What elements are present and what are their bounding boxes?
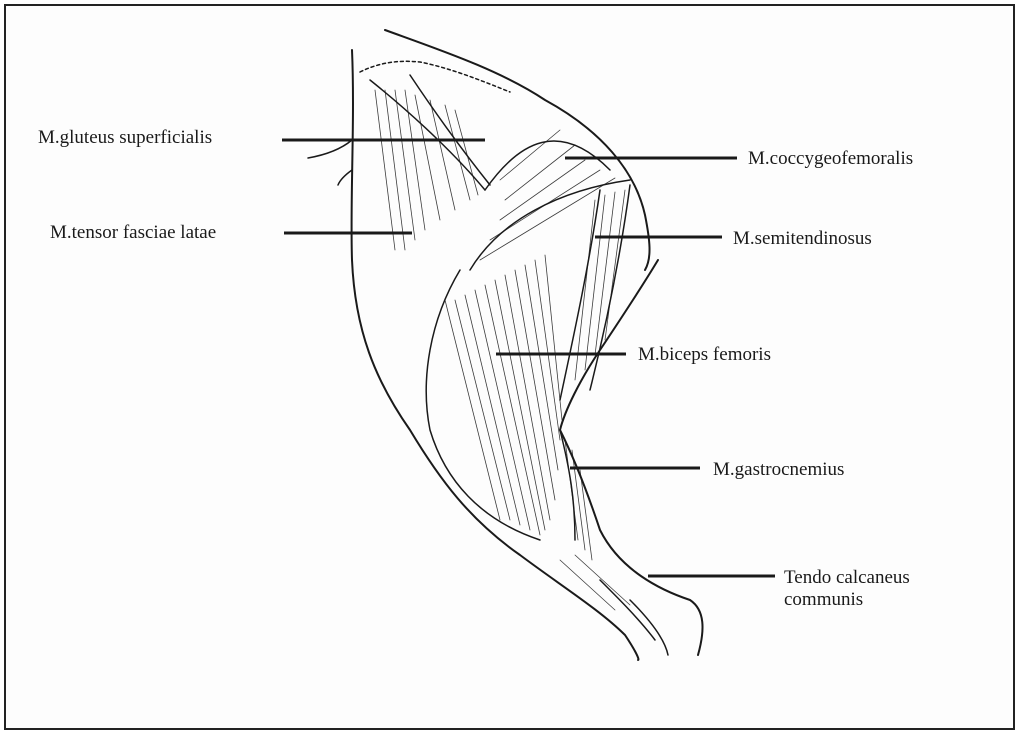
label-tendo-line1: Tendo calcaneus (784, 567, 984, 589)
label-tendo-calcaneus: Tendo calcaneus communis (784, 567, 984, 611)
semitendinosus-muscle (560, 185, 630, 400)
label-semitendinosus: M.semitendinosus (733, 228, 872, 250)
label-tensor-fasciae-latae: M.tensor fasciae latae (50, 222, 216, 244)
label-tendo-line2: communis (784, 589, 984, 611)
hip-edge (360, 61, 510, 92)
label-coccygeofemoralis: M.coccygeofemoralis (748, 148, 913, 170)
label-gluteus-superficialis: M.gluteus superficialis (38, 127, 212, 149)
calcaneal-tendon (600, 580, 668, 655)
label-biceps-femoris: M.biceps femoris (638, 344, 771, 366)
coccygeofemoralis-muscle (470, 141, 630, 270)
tail-stump (308, 140, 352, 185)
label-gastrocnemius: M.gastrocnemius (713, 459, 844, 481)
